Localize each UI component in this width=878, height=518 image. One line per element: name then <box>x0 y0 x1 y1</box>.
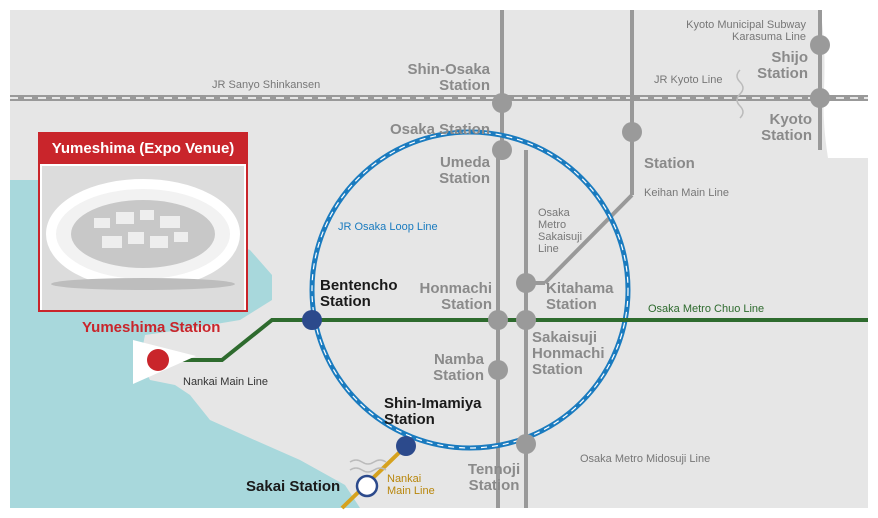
shin-osaka-station-dot[interactable] <box>492 93 512 113</box>
jr-osaka-loop-line-dash <box>311 131 629 449</box>
honmachi-label: Honmachi Station <box>419 280 492 314</box>
sakaisuji-honmachi-label: Sakaisuji Honmachi Station <box>532 329 605 379</box>
shin-osaka-label: Shin-Osaka Station <box>407 61 490 95</box>
kyoto-gap-area <box>820 10 868 158</box>
keihan-label: Keihan Main Line <box>644 187 730 199</box>
keihan-station-label: Station <box>644 155 695 172</box>
shijo-station-dot[interactable] <box>810 35 830 55</box>
kitahama-label: Kitahama Station <box>546 280 614 314</box>
nankai-left-label: Nankai Main Line <box>183 376 268 388</box>
bentencho-label: Bentencho Station <box>320 277 398 311</box>
keihan-station-dot[interactable] <box>622 122 642 142</box>
namba-label: Namba Station <box>433 351 484 385</box>
nankai-main-line <box>340 444 408 510</box>
midosuji-label: Osaka Metro Midosuji Line <box>580 453 711 465</box>
jr-sanyo-label: JR Sanyo Shinkansen <box>212 79 321 91</box>
sakai-station-dot[interactable] <box>355 474 379 498</box>
kyoto-station-dot[interactable] <box>810 88 830 108</box>
sakai-label: Sakai Station <box>246 478 341 495</box>
honmachi-station-dot[interactable] <box>488 310 508 330</box>
loop-line-label: JR Osaka Loop Line <box>338 221 438 233</box>
sakaisuji-honmachi-station-dot[interactable] <box>516 310 536 330</box>
osaka-metro-chuo-line <box>158 318 868 362</box>
yumeshima-station-dot[interactable] <box>147 349 169 371</box>
umeda-label: Umeda Station <box>439 154 490 188</box>
yumeshima-venue-card: Yumeshima (Expo Venue) <box>38 132 248 312</box>
venue-title: Yumeshima (Expo Venue) <box>40 134 246 164</box>
chuo-line-label: Osaka Metro Chuo Line <box>648 303 765 315</box>
venue-ring-drawing <box>42 166 244 310</box>
keihan-diagonal-line <box>543 193 634 285</box>
nankai-bottom-label: Nankai Main Line <box>387 473 435 497</box>
namba-station-dot[interactable] <box>488 360 508 380</box>
shin-imamiya-label: Shin-Imamiya Station <box>384 395 482 429</box>
kyoto-subway-label: Kyoto Municipal Subway Karasuma Line <box>686 19 806 43</box>
shin-imamiya-station-dot[interactable] <box>396 436 416 456</box>
tennoji-label: Tennoji Station <box>467 461 521 495</box>
line-break-mark <box>736 69 744 119</box>
osaka-label: Osaka Station <box>389 121 490 138</box>
jr-kyoto-label: JR Kyoto Line <box>654 74 723 86</box>
yumeshima-station-label: Yumeshima Station <box>82 319 221 336</box>
nankai-break-mark <box>349 459 387 473</box>
venue-illustration <box>42 166 244 310</box>
kyoto-label: Kyoto Station <box>761 111 812 145</box>
kitahama-station-dot[interactable] <box>516 273 536 293</box>
bentencho-station-dot[interactable] <box>302 310 322 330</box>
osaka-umeda-station-dot[interactable] <box>492 140 512 160</box>
sakaisuji-label: Osaka Metro Sakaisuji Line <box>538 207 583 255</box>
shijo-label: Shijo Station <box>757 49 808 83</box>
tennoji-station-dot[interactable] <box>516 434 536 454</box>
